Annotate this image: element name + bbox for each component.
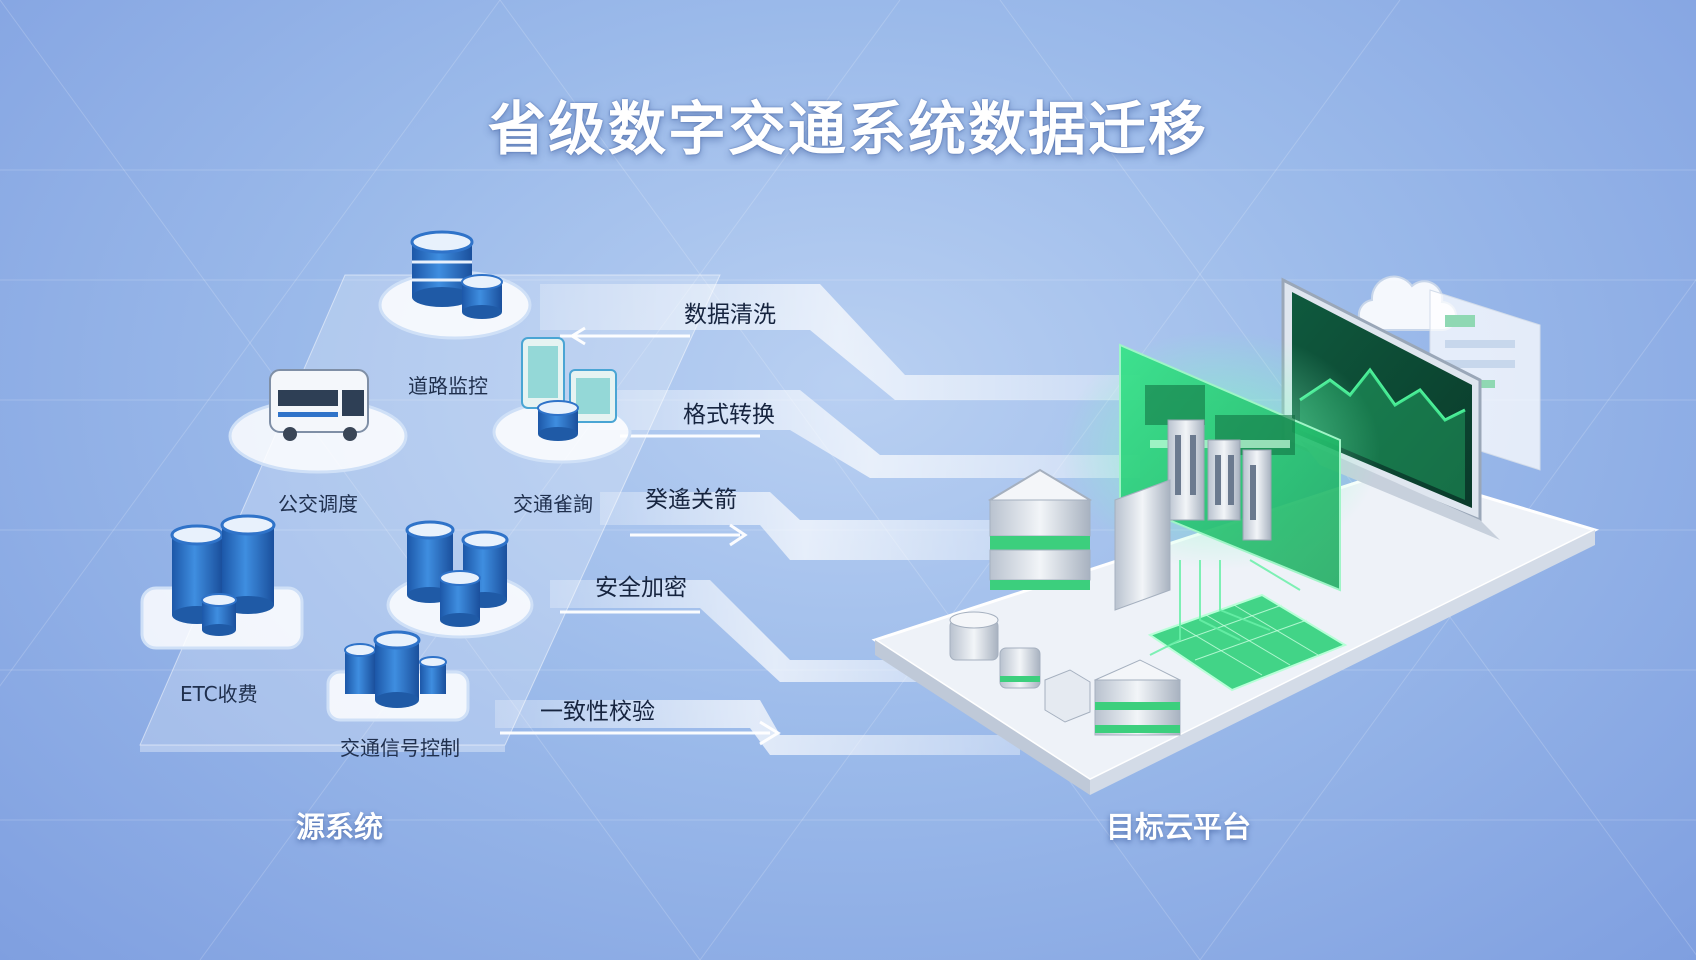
traffic-query-terminal-icon [492, 337, 632, 464]
step-security-encryption: 安全加密 [595, 575, 687, 601]
traffic-signal-database-icon [326, 630, 470, 722]
building-cluster-icon [1167, 419, 1272, 541]
circuit-lines [1149, 559, 1301, 656]
step-third: 癸遙关箭 [645, 487, 737, 513]
source-label-traffic-signal: 交通信号控制 [340, 736, 460, 760]
target-platform-label: 目标云平台 [1106, 810, 1252, 844]
road-monitoring-database-icon [378, 230, 532, 340]
source-label-etc: ETC收费 [180, 682, 258, 706]
database-cluster-icon [386, 520, 534, 639]
source-label-bus-dispatch: 公交调度 [278, 492, 358, 516]
data-table-panel-icon [1147, 593, 1348, 692]
page-title: 省级数字交通系统数据迁移 [487, 95, 1208, 163]
source-label-traffic-query: 交通雀詢 [513, 492, 593, 516]
source-label-road-monitoring: 道路监控 [408, 374, 488, 398]
bus-dispatch-icon [228, 369, 408, 474]
step-format-conversion: 格式转换 [683, 402, 775, 428]
step-consistency-check: 一致性校验 [540, 699, 655, 725]
flow-bands [495, 284, 1140, 755]
small-server-icons [949, 611, 1182, 736]
source-system-label: 源系统 [296, 810, 384, 844]
etc-toll-database-icon [140, 514, 304, 650]
step-data-cleaning: 数据清洗 [684, 302, 776, 328]
server-icon [988, 468, 1171, 611]
